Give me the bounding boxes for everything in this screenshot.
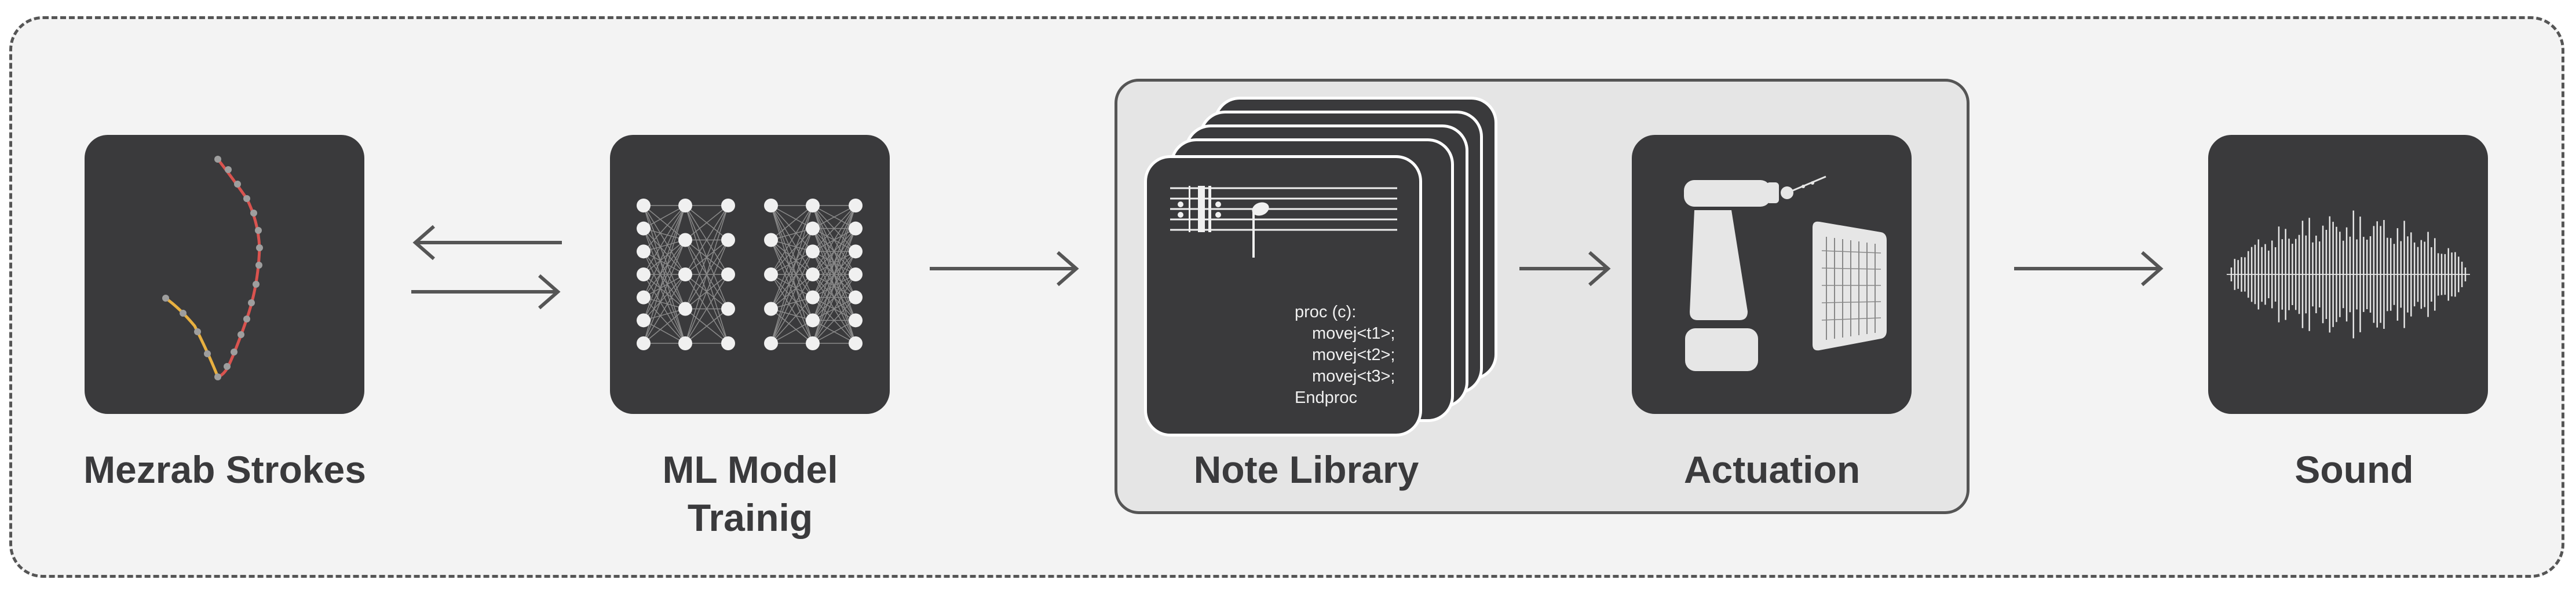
robot-arm-icon	[1684, 175, 1826, 371]
sound-waveform-icon	[2227, 210, 2470, 339]
arrow-right-icon	[1519, 251, 1611, 287]
strokes-label: Mezrab Strokes	[83, 448, 366, 491]
neural-network-icon	[637, 199, 863, 350]
sound-label: Sound	[2294, 448, 2414, 491]
strokes-tile	[85, 135, 364, 414]
arrow-left-icon	[412, 225, 562, 261]
santur-instrument-icon	[1813, 221, 1887, 351]
library-label: Note Library	[1193, 448, 1419, 491]
actuation-label: Actuation	[1683, 448, 1861, 491]
code-line-1: proc (c):	[1295, 303, 1357, 321]
code-line-2: movej<t1>;	[1312, 324, 1395, 343]
arrow-right-icon	[2014, 251, 2164, 287]
code-line-4: movej<t3>;	[1312, 367, 1395, 386]
code-line-3: movej<t2>;	[1312, 346, 1395, 364]
sheet-music-icon	[1170, 186, 1397, 258]
ml-tile	[610, 135, 890, 414]
ml-label-line1: ML Model	[662, 448, 838, 491]
code-line-5: Endproc	[1295, 388, 1358, 407]
ml-label-line2: Trainig	[687, 496, 813, 539]
arrow-right-icon	[930, 251, 1079, 287]
stroke-trajectory-icon	[162, 156, 263, 380]
actuation-tile	[1632, 135, 1912, 414]
library-card-front: proc (c): movej<t1>; movej<t2>; movej<t3…	[1147, 158, 1419, 434]
arrow-right-icon	[411, 274, 561, 310]
sound-tile	[2208, 135, 2488, 414]
